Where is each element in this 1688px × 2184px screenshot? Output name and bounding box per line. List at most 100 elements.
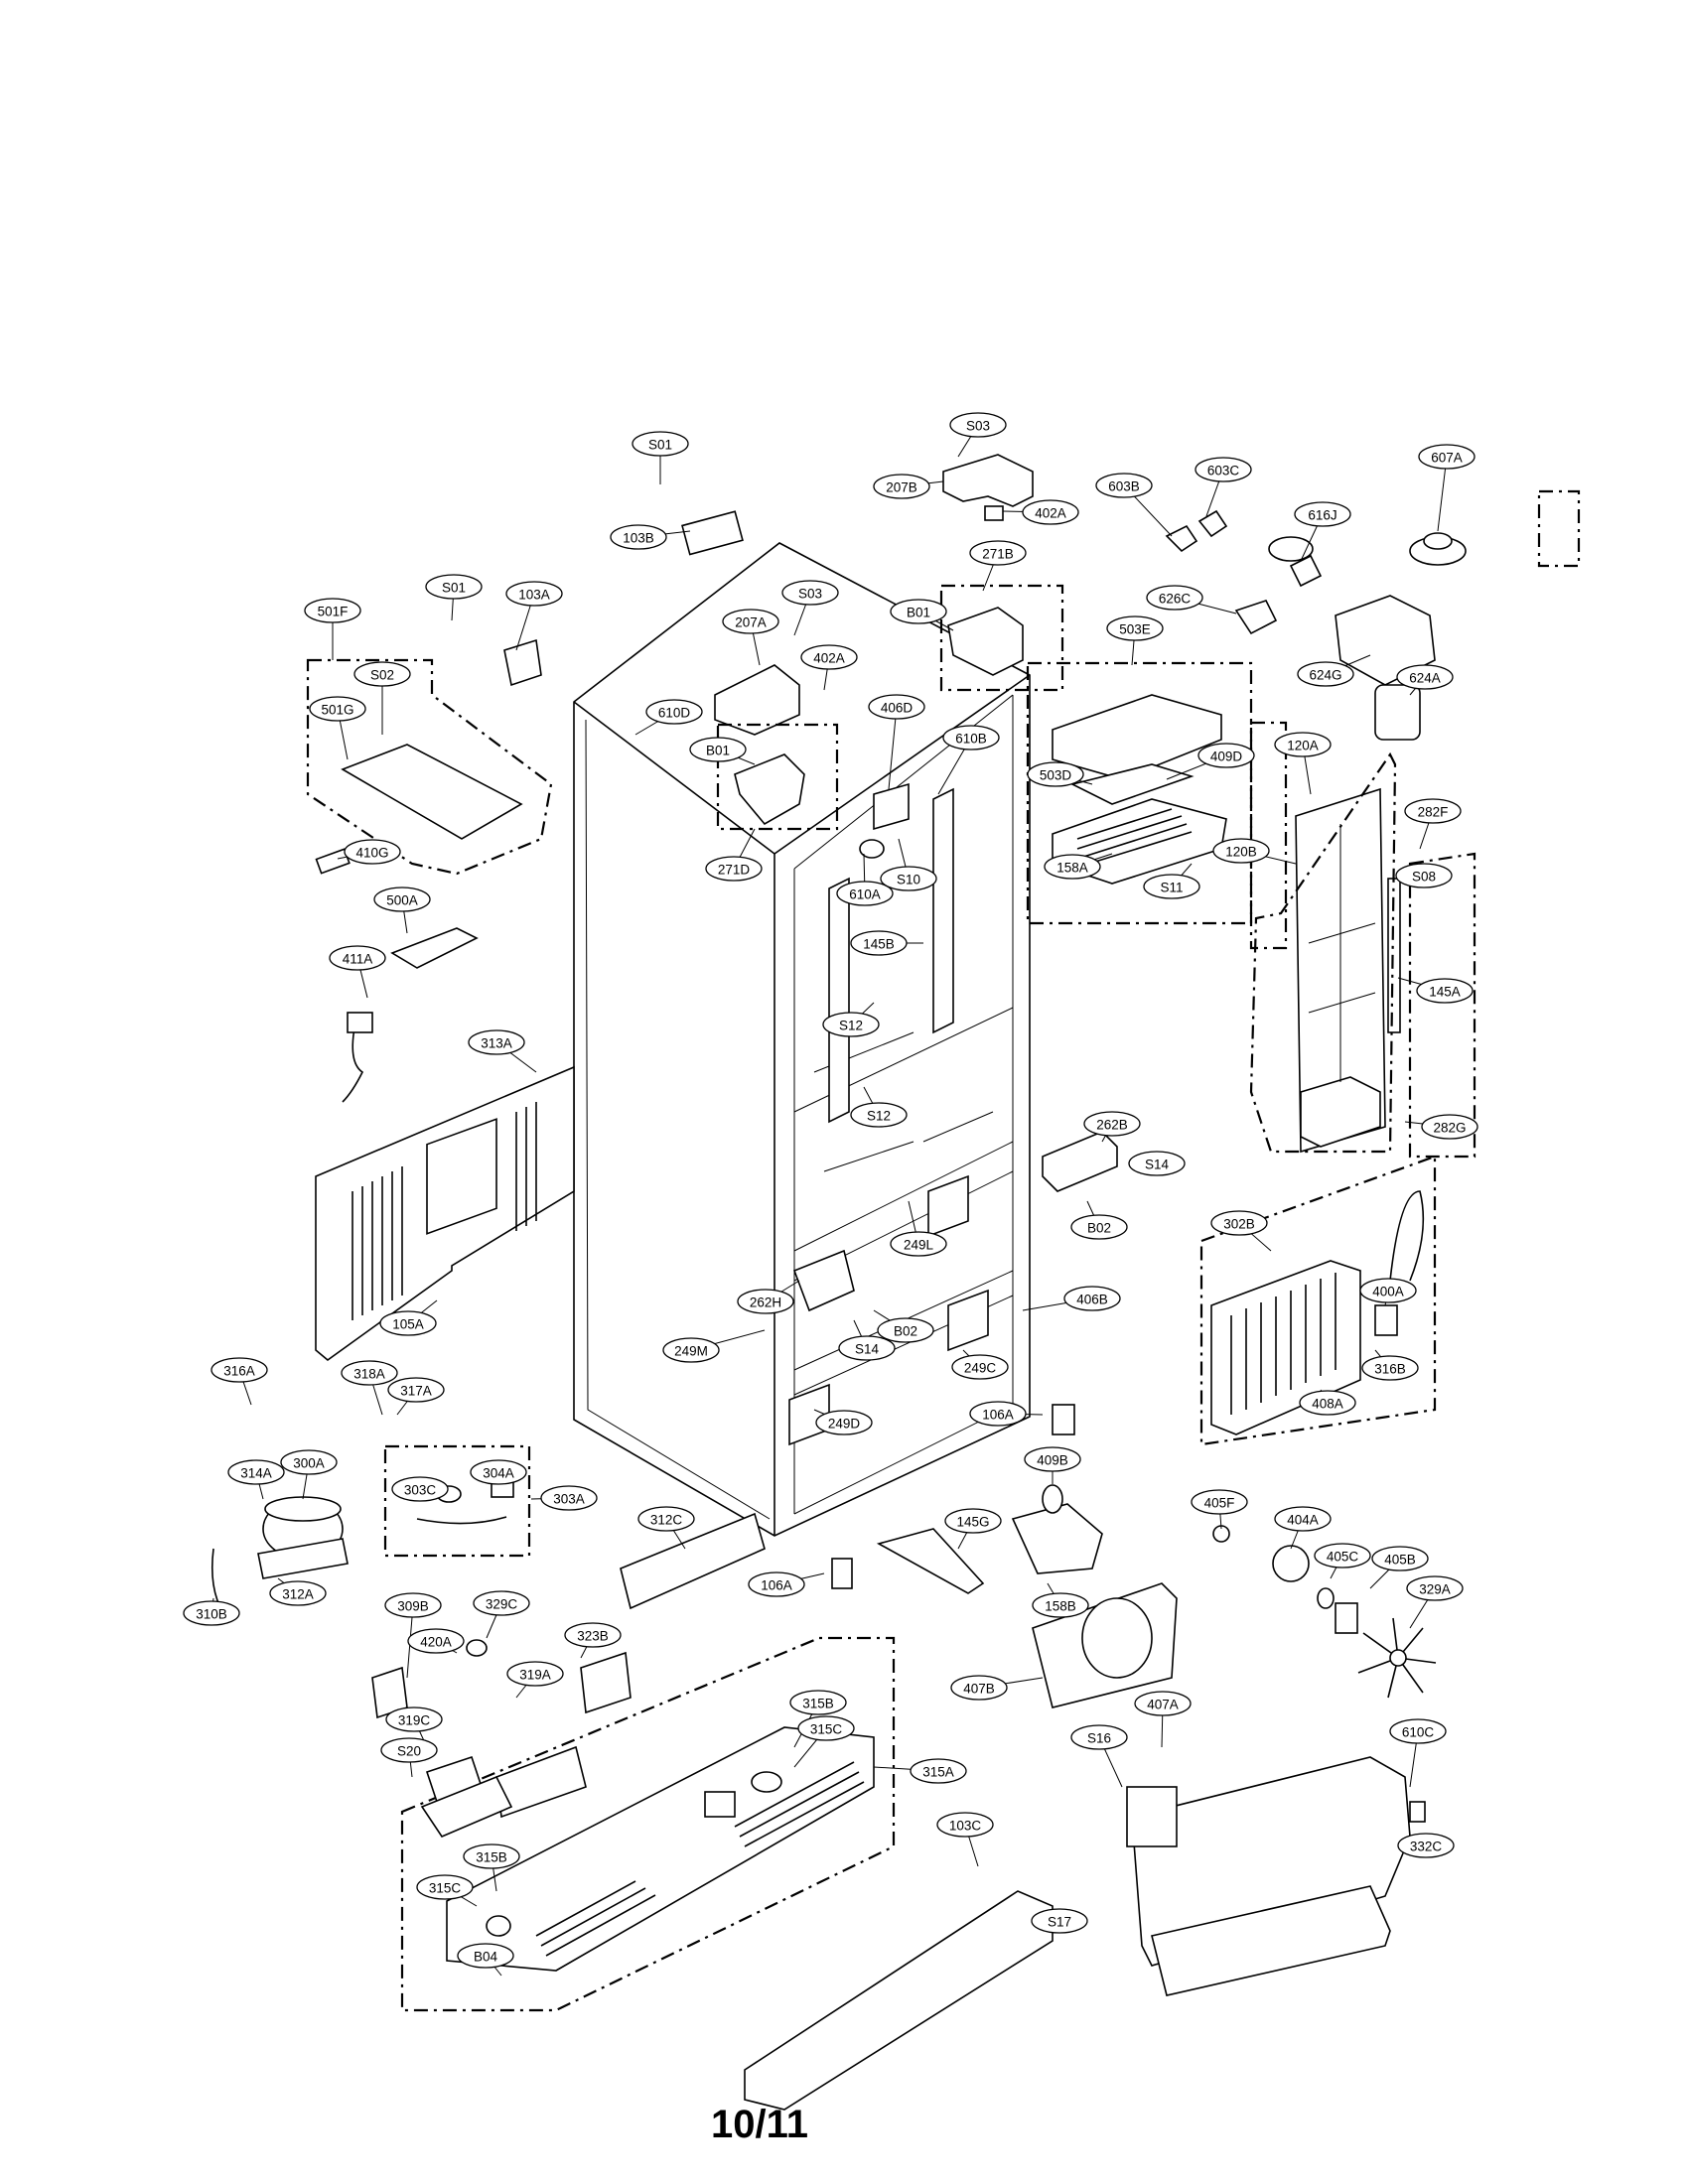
callout-271d: 271D xyxy=(705,828,763,882)
callout-text: 249C xyxy=(964,1361,997,1376)
misc-parts-lower-left xyxy=(371,1639,632,1838)
callout-624g: 624G xyxy=(1297,654,1371,687)
callout-text: 501G xyxy=(321,703,353,718)
callout-text: 207A xyxy=(735,615,767,630)
callout-409d: 409D xyxy=(1166,743,1255,780)
callout-text: B02 xyxy=(1087,1221,1111,1236)
base-plate-315A xyxy=(400,1636,896,2012)
callout-text: 103A xyxy=(518,588,550,603)
callout-249c: 249C xyxy=(951,1349,1009,1380)
back-cover-313A xyxy=(315,1065,575,1362)
callout-158a: 158A xyxy=(1044,853,1113,880)
callout-bubble xyxy=(407,1628,465,1654)
callout-bubble xyxy=(1396,664,1454,690)
callout-bubble xyxy=(353,661,411,687)
callout-105a: 105A xyxy=(379,1299,438,1336)
callout-bubble xyxy=(1274,732,1332,757)
callout-329c: 329C xyxy=(473,1590,530,1639)
callout-bubble xyxy=(1191,1489,1248,1515)
callout-text: 315C xyxy=(429,1881,462,1896)
callout-text: 402A xyxy=(813,651,845,666)
callout-bubble xyxy=(637,1506,695,1532)
callout-bubble xyxy=(1024,1446,1081,1472)
callout-406d: 406D xyxy=(868,694,925,790)
callout-bubble xyxy=(387,1377,445,1403)
callout-bubble xyxy=(564,1622,622,1648)
callout-282g: 282G xyxy=(1404,1114,1478,1140)
callout-text: 249M xyxy=(674,1344,708,1359)
callout-text: 319C xyxy=(398,1713,431,1728)
callout-text: 314A xyxy=(240,1466,272,1481)
callout-text: 626C xyxy=(1159,592,1192,607)
callout-bubble xyxy=(1063,1286,1121,1311)
callout-text: 317A xyxy=(400,1384,432,1399)
callout-103b: 103B xyxy=(610,524,691,550)
callout-text: 420A xyxy=(420,1635,452,1650)
callout-labels: S01103BS03207B402A603B603C607A616J626C27… xyxy=(183,412,1478,1977)
callout-text: 410G xyxy=(355,846,388,861)
callout-bubble xyxy=(506,1661,564,1687)
callout-103a: 103A xyxy=(505,581,563,651)
callout-282f: 282F xyxy=(1404,798,1462,850)
callout-bubble xyxy=(1314,1543,1371,1569)
callout-501f: 501F xyxy=(304,598,361,660)
callout-text: 312A xyxy=(282,1587,314,1602)
callout-text: 262B xyxy=(1096,1118,1128,1133)
callout-bubble xyxy=(850,1102,908,1128)
callout-text: S17 xyxy=(1048,1915,1071,1930)
callout-312a: 312A xyxy=(269,1577,327,1606)
callout-103c: 103C xyxy=(936,1812,994,1867)
fan-assembly-407A xyxy=(1126,1756,1426,1996)
callout-text: S16 xyxy=(1087,1731,1111,1746)
callout-bubble xyxy=(385,1706,443,1732)
callout-bubble xyxy=(457,1943,514,1969)
callout-s03: S03 xyxy=(781,580,839,636)
callout-bubble xyxy=(1044,854,1101,880)
callout-text: 323B xyxy=(577,1629,609,1644)
callout-120a: 120A xyxy=(1274,732,1332,795)
callout-bubble xyxy=(1389,1718,1447,1744)
callout-text: 103B xyxy=(623,531,654,546)
callout-text: B04 xyxy=(474,1950,498,1965)
callout-s01: S01 xyxy=(425,574,483,621)
callout-bubble xyxy=(850,930,908,956)
callout-bubble xyxy=(873,474,930,499)
callout-text: 106A xyxy=(982,1408,1014,1423)
callout-text: 316A xyxy=(223,1364,255,1379)
callout-207a: 207A xyxy=(722,609,779,666)
callout-304a: 304A xyxy=(470,1459,527,1485)
callout-text: 315B xyxy=(476,1850,507,1865)
callout-bubble xyxy=(610,524,667,550)
callout-text: 103C xyxy=(949,1819,982,1834)
callout-text: 407B xyxy=(963,1682,995,1697)
callout-bubble xyxy=(280,1449,338,1475)
callout-bubble xyxy=(645,699,703,725)
callout-text: 407A xyxy=(1147,1698,1179,1712)
callout-text: 408A xyxy=(1312,1397,1343,1412)
callout-bubble xyxy=(722,609,779,634)
callout-bubble xyxy=(329,945,386,971)
callout-bubble xyxy=(1095,473,1153,498)
callout-300a: 300A xyxy=(280,1449,338,1500)
callout-402a: 402A xyxy=(1002,499,1079,525)
callout-610c: 610C xyxy=(1389,1718,1447,1788)
callout-bubble xyxy=(304,598,361,623)
callout-text: 329A xyxy=(1419,1582,1451,1597)
callout-text: 319A xyxy=(519,1668,551,1683)
callout-b01: B01 xyxy=(689,737,756,765)
callout-bubble xyxy=(227,1459,285,1485)
callout-bubble xyxy=(1022,499,1079,525)
callout-text: 145G xyxy=(956,1515,989,1530)
callout-bubble xyxy=(1195,457,1252,482)
callout-text: S11 xyxy=(1160,881,1183,895)
callout-s01: S01 xyxy=(632,431,689,484)
callout-text: S03 xyxy=(798,587,822,602)
compressor-300A xyxy=(211,1496,349,1614)
callout-text: 120A xyxy=(1287,739,1319,753)
callout-text: S14 xyxy=(855,1342,880,1357)
callout-bubble xyxy=(815,1410,873,1435)
callout-text: 316B xyxy=(1374,1362,1406,1377)
callout-405b: 405B xyxy=(1369,1546,1429,1589)
callout-bubble xyxy=(463,1843,520,1869)
callout-text: S12 xyxy=(839,1019,863,1033)
